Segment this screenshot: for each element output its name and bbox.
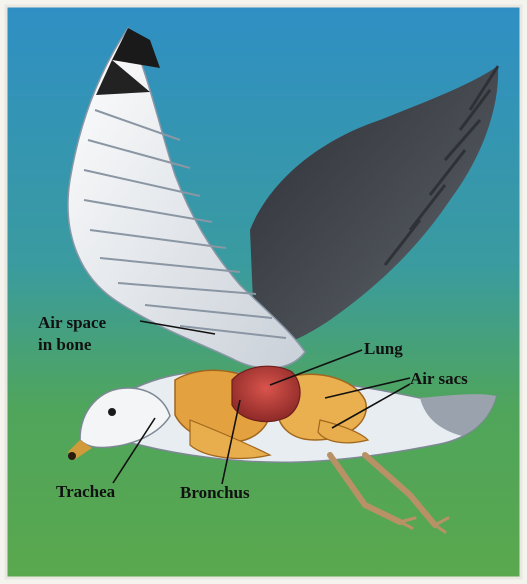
label-bronchus: Bronchus — [180, 483, 250, 502]
label-air-space: Air space — [38, 313, 107, 332]
lung-organ — [232, 366, 300, 421]
label-lung: Lung — [364, 339, 403, 358]
label-air-sacs: Air sacs — [410, 369, 468, 388]
label-in-bone: in bone — [38, 335, 92, 354]
label-trachea: Trachea — [56, 482, 116, 501]
